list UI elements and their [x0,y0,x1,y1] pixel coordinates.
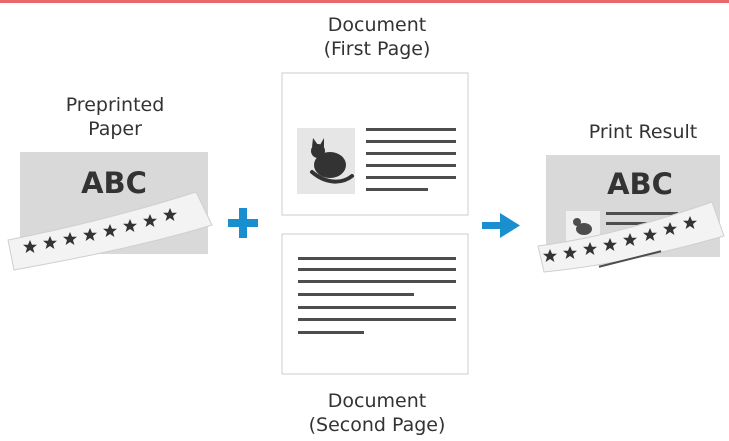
print-result: ABC [537,155,725,273]
text-line [298,331,364,334]
preprinted-paper: ABC [7,152,213,271]
text-line [298,268,456,271]
document-first-page-label: Document (First Page) [292,13,462,61]
preprinted-paper-label-line1: Preprinted [65,94,165,116]
print-result-cat-icon [573,218,592,235]
arrow-right-icon-shaft [482,222,504,229]
print-result-label-line1: Print Result [588,121,698,143]
text-line [298,306,456,309]
preprinted-paper-label: Preprinted Paper [40,93,190,141]
text-line [298,257,456,260]
text-line [366,152,456,155]
text-line [298,318,456,321]
second-page-text-lines [298,257,456,334]
text-line [606,212,678,215]
text-line [598,250,662,268]
plus-icon [228,208,258,238]
first-page-text-lines [366,128,456,191]
document-first-page-label-line2: (First Page) [323,38,431,60]
text-line [366,188,428,191]
preprinted-paper-label-line2: Paper [88,118,142,140]
text-line [366,164,456,167]
document-first-page-label-line1: Document [327,14,427,36]
document-second-page-label: Document (Second Page) [287,389,467,437]
top-accent-rule [0,0,729,3]
text-line [366,128,456,131]
print-result-label: Print Result [558,120,728,144]
text-line [298,293,414,296]
plus-icon-vertical [239,208,247,238]
arrow-right-icon [482,213,520,238]
preprinted-paper-abc-text: ABC [81,166,147,200]
document-second-page [281,233,469,375]
arrow-right-icon-head [500,213,520,238]
print-result-abc-text: ABC [607,167,673,201]
text-line [366,140,456,143]
cat-icon [310,138,354,184]
document-second-page-label-line2: (Second Page) [308,414,446,436]
text-line [366,176,456,179]
second-page-sheet [281,233,469,375]
document-second-page-label-line1: Document [327,390,427,412]
document-first-page [281,72,469,216]
text-line [298,280,456,283]
